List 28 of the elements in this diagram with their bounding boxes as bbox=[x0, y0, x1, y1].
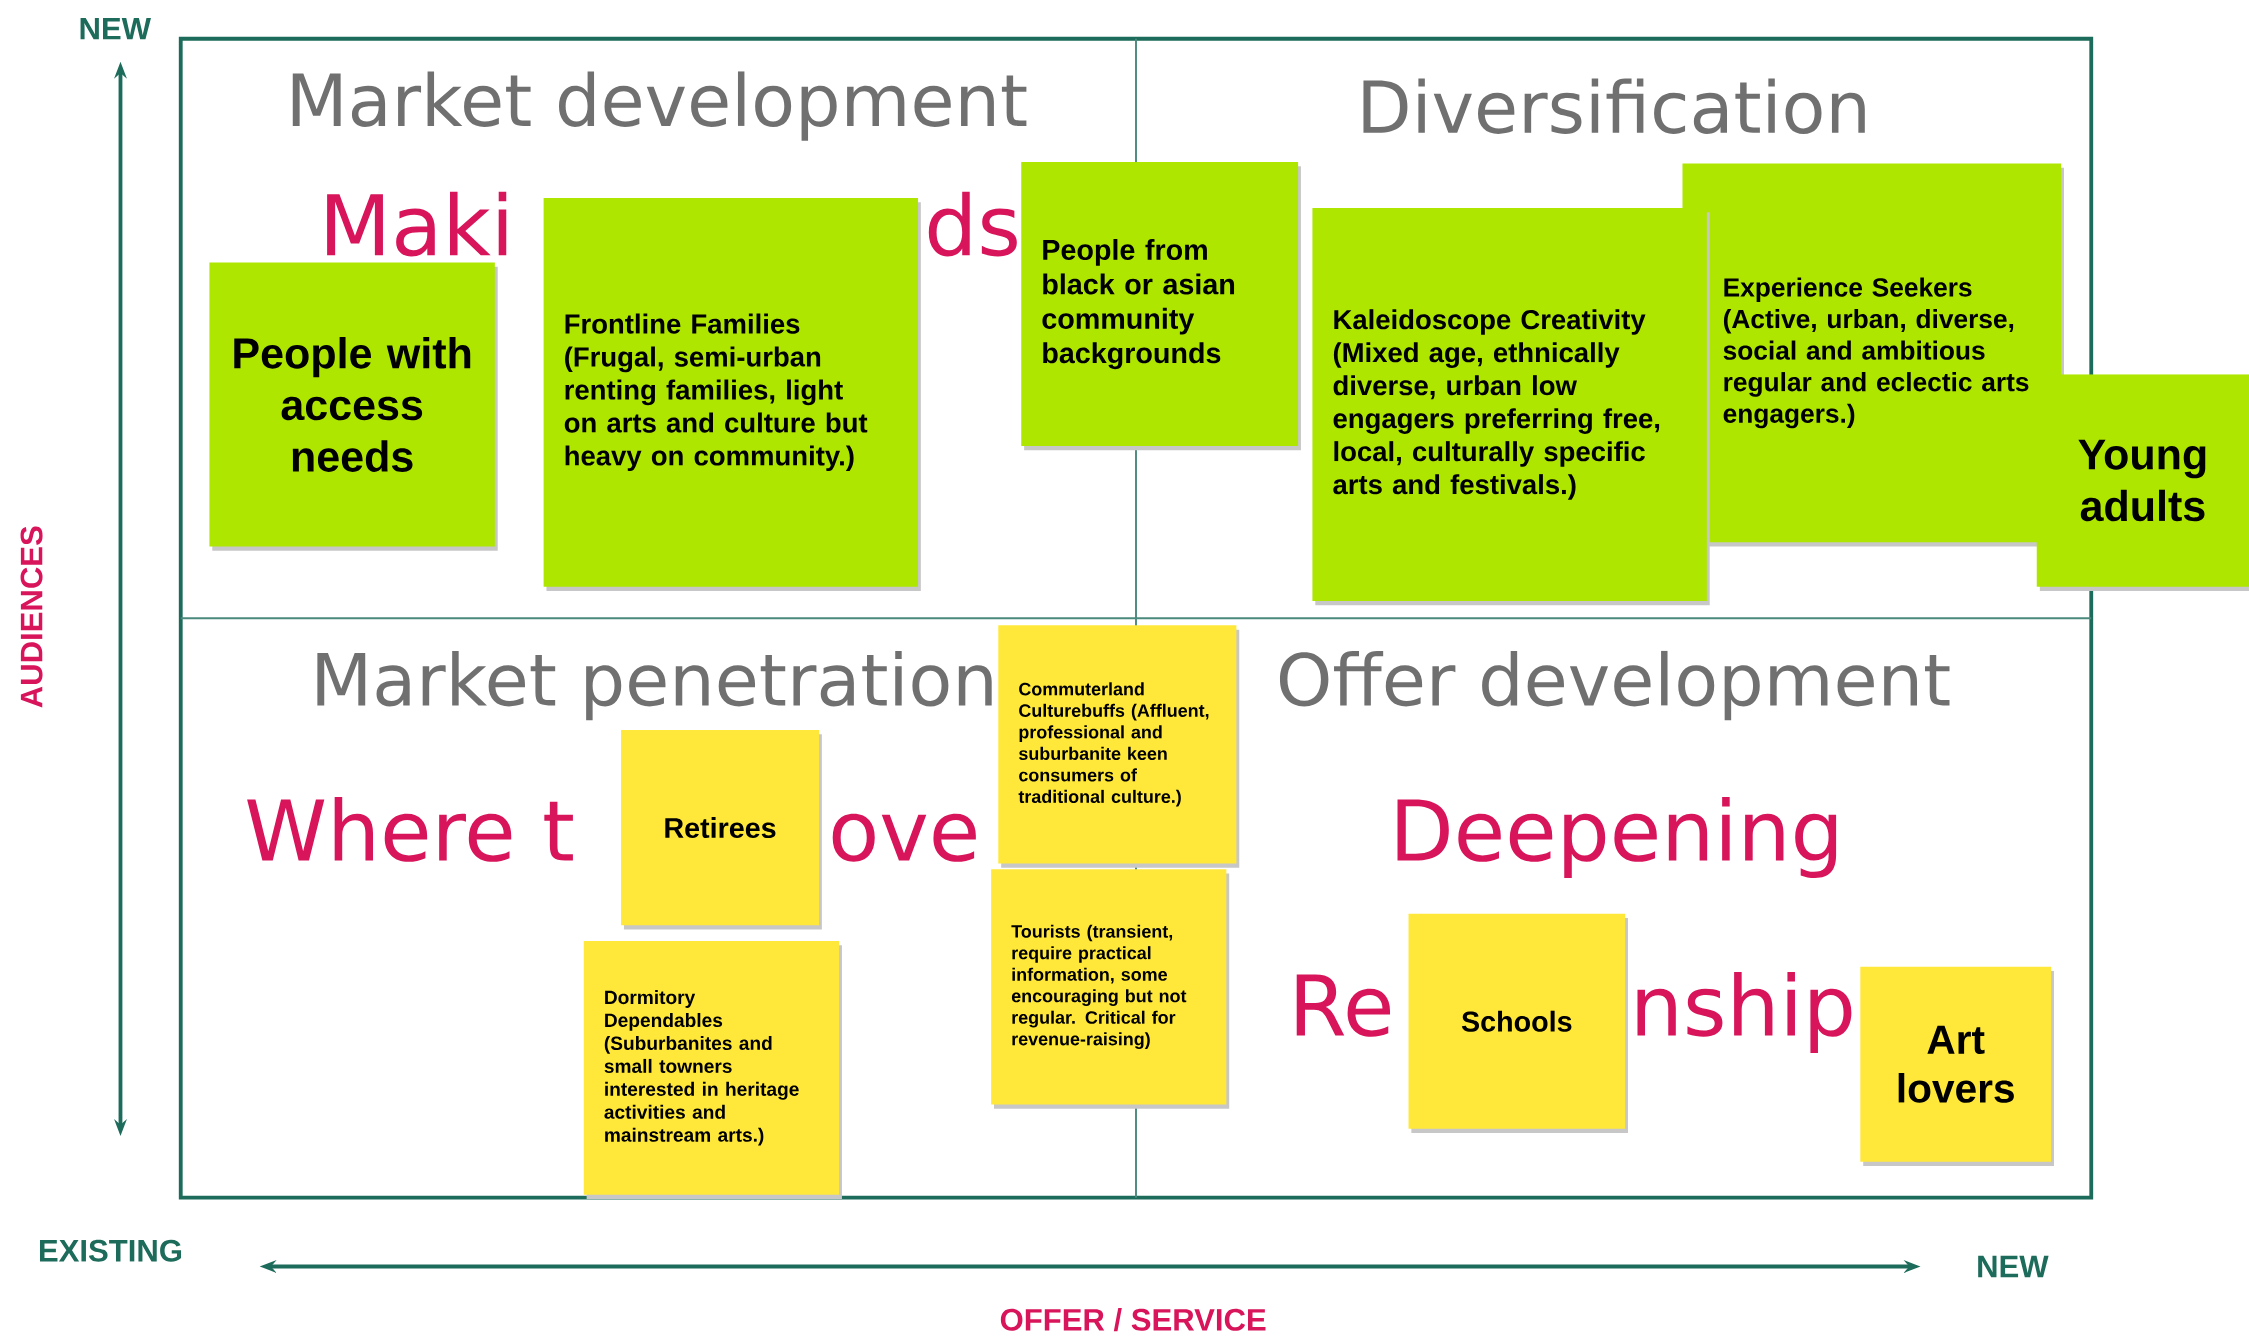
strategy-heading: Re bbox=[1296, 974, 1390, 1037]
strategy-heading: nship bbox=[1637, 972, 1852, 1053]
quadrant-title: Offer development bbox=[1279, 650, 1950, 721]
strategy-heading: ove bbox=[832, 813, 976, 862]
sticky-note: Art lovers bbox=[1860, 966, 2054, 1167]
strategy-heading: Deepening bbox=[1397, 797, 1837, 878]
sticky-note: Tourists (transient, require practical information, some encouraging but not regular. Critical for revenue-raising) bbox=[991, 869, 1230, 1109]
sticky-note: Schools bbox=[1408, 913, 1628, 1134]
quadrant-title: Market development bbox=[292, 71, 1027, 141]
axis-label: NEW bbox=[1978, 1255, 2049, 1278]
quadrant-title: Market penetration bbox=[317, 650, 992, 721]
strategy-heading: Maki bbox=[327, 191, 507, 257]
sticky-note: Young adults bbox=[2036, 374, 2249, 591]
strategy-heading: ds bbox=[928, 191, 1017, 257]
sticky-note: Dormitory Dependables (Suburbanites and small towners interested in heritage activities and mainstream arts.) bbox=[583, 940, 842, 1200]
sticky-note: People with access needs bbox=[209, 262, 498, 551]
strategy-heading: Where t bbox=[247, 797, 573, 862]
axis-label: EXISTING bbox=[40, 1239, 182, 1262]
sticky-note: Commuterland Culturebuffs (Affluent, professional and suburbanite keen consumers of traditional culture.) bbox=[998, 625, 1240, 868]
sticky-note: Kaleidoscope Creativity (Mixed age, ethnically diverse, urban low engagers preferring free, local, culturally specific arts and festivals.) bbox=[1312, 207, 1710, 606]
sticky-note: Retirees bbox=[621, 730, 822, 930]
sticky-note: People from black or asian community backgrounds bbox=[1021, 162, 1301, 451]
axis-title: AUDIENCES bbox=[20, 526, 43, 708]
sticky-note: Frontline Families (Frugal, semi-urban renting families, light on arts and culture but heavy on community.) bbox=[543, 197, 921, 591]
axis-label: NEW bbox=[80, 18, 151, 40]
axis-title: OFFER / SERVICE bbox=[1000, 1308, 1266, 1332]
sticky-note: Experience Seekers (Active, urban, diverse, social and ambitious regular and eclectic arts engagers.) bbox=[1682, 163, 2064, 547]
quadrant-title: Diversification bbox=[1363, 78, 1865, 134]
